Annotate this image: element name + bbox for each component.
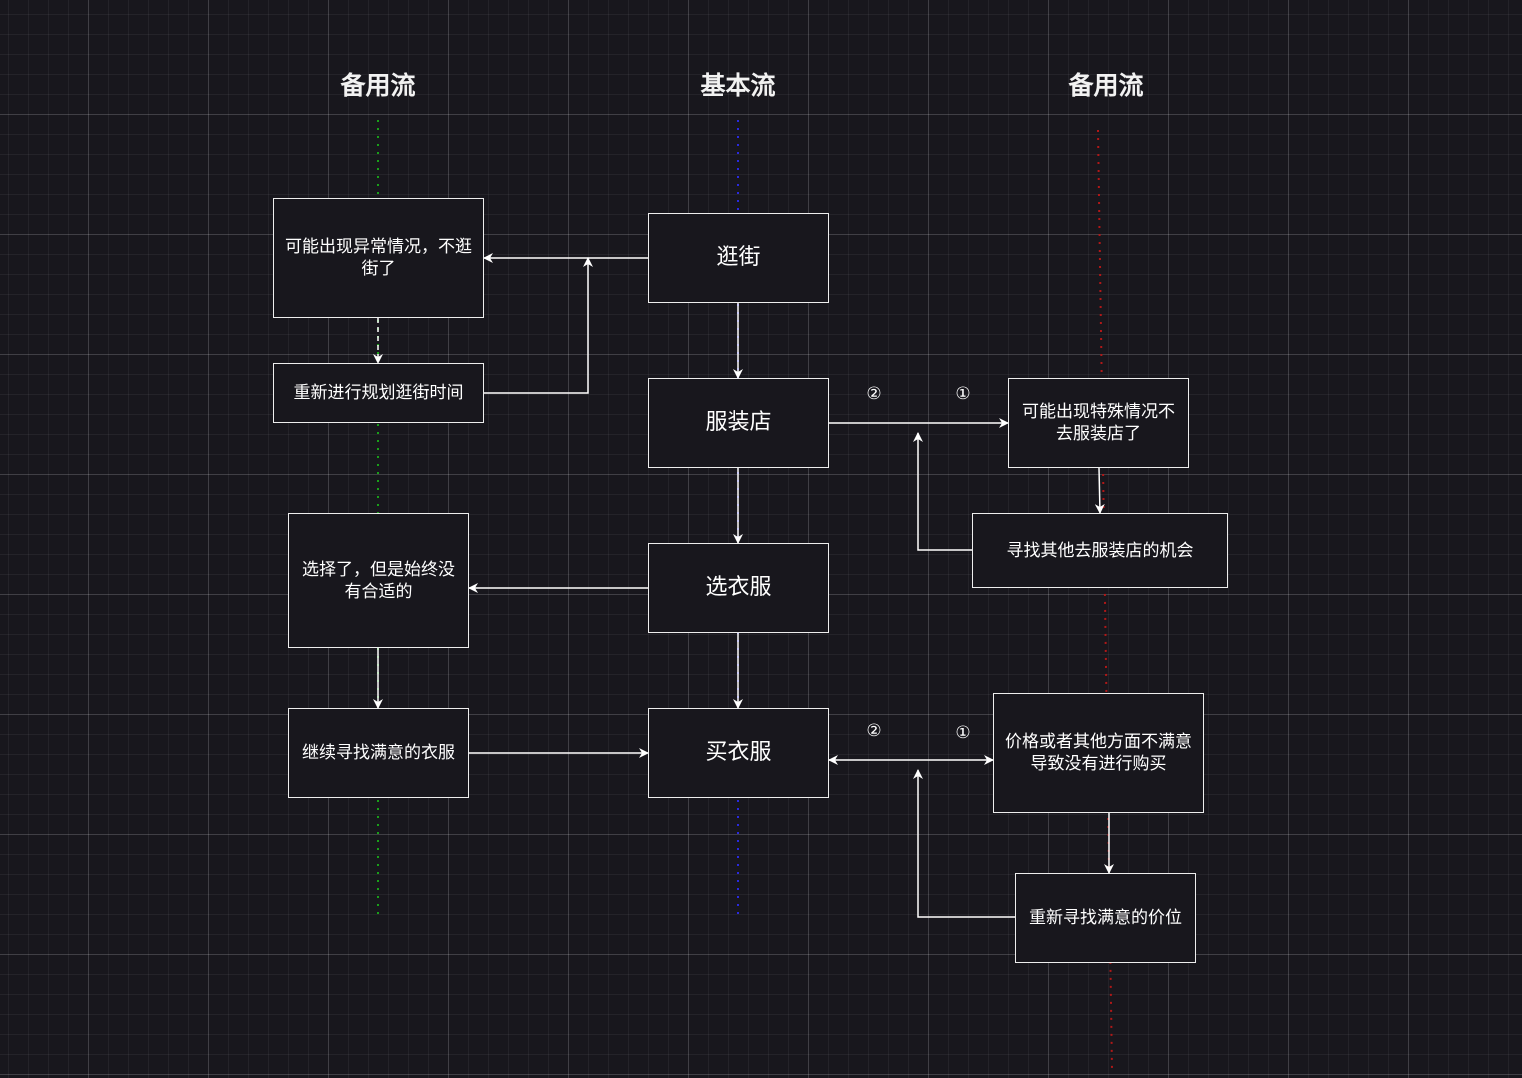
- arrow-special-to-find-chance: [1094, 467, 1105, 514]
- center-lane-title: 基本流: [700, 71, 776, 100]
- arrow-replan-back: [484, 257, 593, 394]
- marker-buy-one: ①: [955, 723, 971, 743]
- left-lane-title: 备用流: [340, 71, 416, 100]
- node-buy-clothes[interactable]: 买衣服: [648, 708, 829, 798]
- node-find-price[interactable]: 重新寻找满意的价位: [1015, 873, 1196, 963]
- node-replan-time[interactable]: 重新进行规划逛街时间: [273, 363, 484, 423]
- node-choose-clothes[interactable]: 选衣服: [648, 543, 829, 633]
- arrow-find-price-back: [913, 769, 1015, 918]
- node-not-satisfied[interactable]: 选择了，但是始终没有合适的: [288, 513, 469, 648]
- marker-buy-two: ②: [866, 721, 882, 741]
- node-special-situation[interactable]: 可能出现特殊情况不去服装店了: [1008, 378, 1189, 468]
- node-clothing-store[interactable]: 服装店: [648, 378, 829, 468]
- arrow-find-chance-back: [913, 432, 972, 551]
- node-continue-search[interactable]: 继续寻找满意的衣服: [288, 708, 469, 798]
- marker-store-one: ①: [955, 384, 971, 404]
- right-lane-title: 备用流: [1068, 71, 1144, 100]
- node-price-unsatisfied[interactable]: 价格或者其他方面不满意导致没有进行购买: [993, 693, 1204, 813]
- node-stroll[interactable]: 逛街: [648, 213, 829, 303]
- marker-store-two: ②: [866, 384, 882, 404]
- node-abnormal-situation[interactable]: 可能出现异常情况，不逛街了: [273, 198, 484, 318]
- node-find-other-chance[interactable]: 寻找其他去服装店的机会: [972, 513, 1228, 588]
